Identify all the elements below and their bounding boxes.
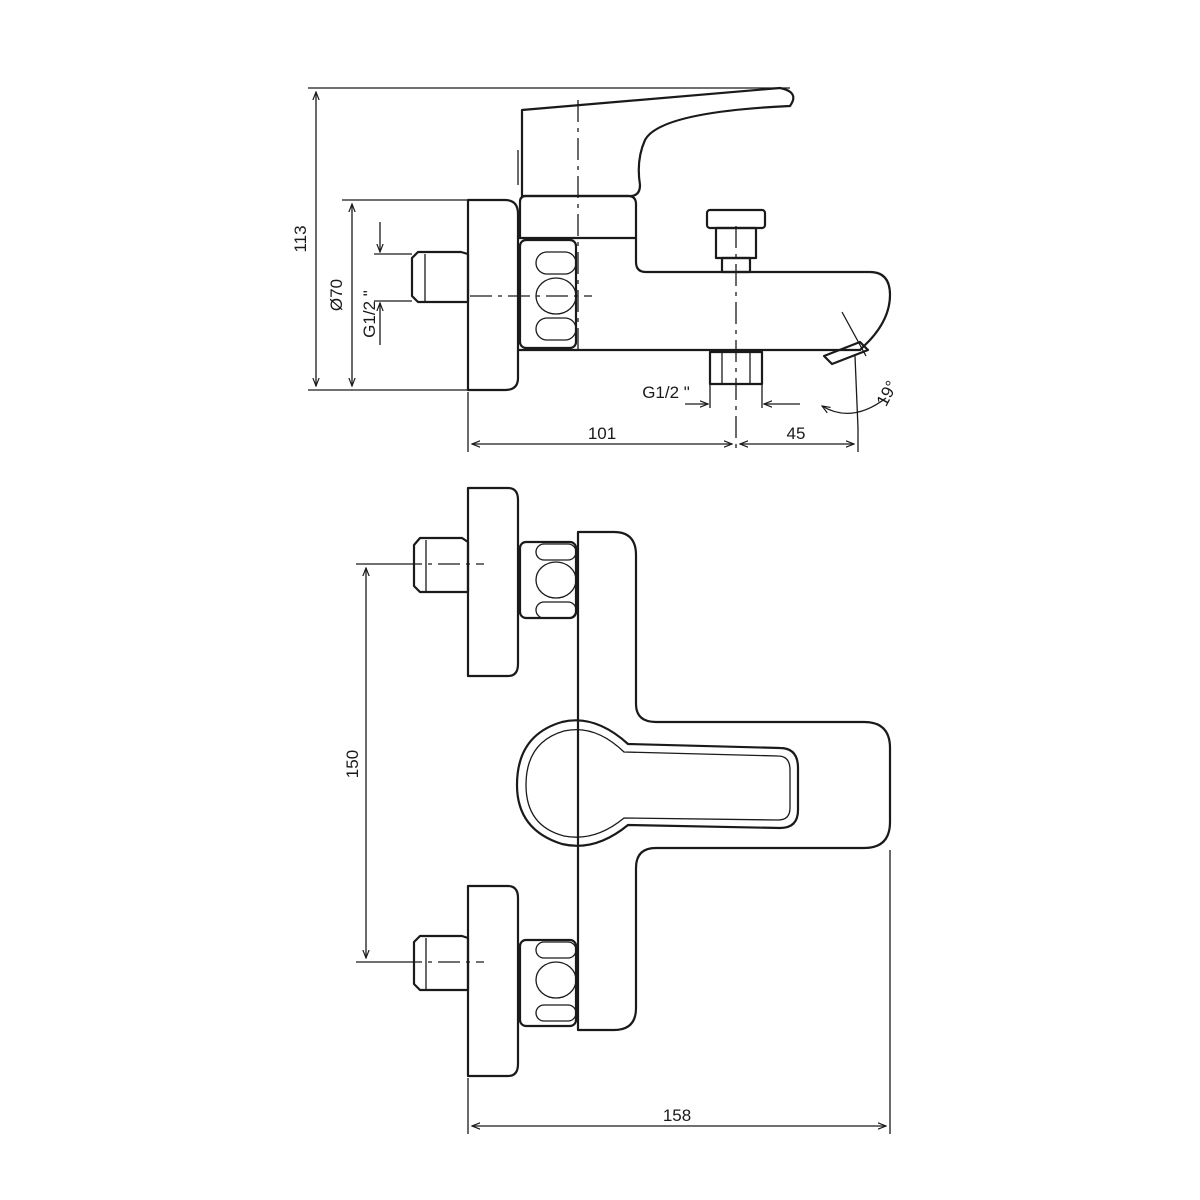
top-view: 150 158 — [343, 486, 892, 1134]
dim-label-diameter: Ø70 — [327, 279, 346, 311]
side-lever-handle — [520, 86, 795, 198]
dim-label-158: 158 — [663, 1106, 691, 1125]
top-nut-upper-ring3 — [535, 601, 577, 619]
top-connector-upper — [412, 536, 470, 594]
dim-label-101: 101 — [588, 424, 616, 443]
angle-arc — [822, 397, 887, 414]
side-eccentric-nut — [518, 238, 578, 350]
side-body — [516, 236, 892, 352]
top-nut-upper-ring1 — [535, 543, 577, 561]
top-lever-handle — [515, 719, 800, 847]
top-nut-upper-ring2 — [535, 561, 577, 599]
top-nut-lower-ring3 — [535, 1004, 577, 1022]
dim-label-thread-outlet: G1/2 " — [642, 383, 690, 402]
top-nut-lower-ring1 — [535, 941, 577, 959]
dim-label-thread-inlet: G1/2 " — [360, 290, 379, 338]
dim-label-150: 150 — [343, 750, 362, 778]
top-nut-lower-ring2 — [535, 961, 577, 999]
top-nut-lower — [518, 938, 578, 1028]
top-connector-lower — [412, 934, 470, 992]
angle-leg-spout — [841, 311, 867, 357]
top-rosette-upper — [466, 486, 520, 678]
angle-leg-vertical — [854, 355, 859, 429]
top-lever-inner — [525, 728, 791, 838]
side-wall-rosette — [466, 198, 520, 392]
side-spout-aerator — [822, 340, 870, 366]
side-inlet-connector — [410, 250, 470, 304]
top-rosette-lower — [466, 884, 520, 1078]
dim-label-height: 113 — [291, 225, 310, 252]
side-view: 113 Ø70 G1/2 " G1/2 " 19° 101 45 — [291, 86, 902, 452]
side-nut-ring-bottom — [535, 317, 577, 341]
side-diverter-knob-cap — [705, 208, 767, 230]
top-body-spout — [576, 530, 892, 1032]
top-nut-upper — [518, 540, 578, 620]
dim-label-45: 45 — [787, 424, 806, 443]
side-nut-ring-top — [535, 251, 577, 275]
